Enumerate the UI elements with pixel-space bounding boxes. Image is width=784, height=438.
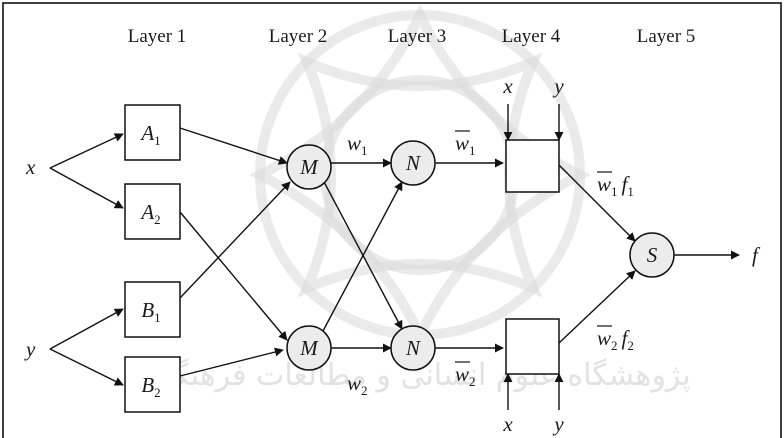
edge-y-b2	[49, 348, 124, 386]
a2-base: A	[139, 200, 154, 224]
svg-text:B2: B2	[141, 373, 160, 400]
layer1-node-b1: B1	[124, 281, 181, 338]
input-y-label: y	[24, 337, 36, 361]
svg-text:A2: A2	[139, 200, 160, 227]
n1-label: N	[405, 151, 421, 175]
layer5-node-s: S	[629, 232, 675, 278]
layer1-node-a1: A1	[124, 104, 181, 161]
layer-4-label: Layer 4	[502, 26, 561, 47]
s-label: S	[647, 243, 658, 267]
layer-3-label: Layer 3	[388, 26, 447, 47]
edge-b2-m2	[179, 347, 284, 377]
b2-sub: 2	[154, 385, 161, 400]
layer4-node-2	[505, 318, 560, 375]
layer-5-label: Layer 5	[637, 26, 696, 47]
layer4-top-x-label: x	[502, 74, 513, 98]
b2-base: B	[141, 373, 154, 397]
edge-box1-s	[558, 164, 636, 242]
n2-label: N	[405, 336, 421, 360]
layer1-node-b2: B2	[124, 356, 181, 413]
edge-a1-m1	[179, 127, 288, 165]
weight-wbar1-label: w1	[455, 130, 476, 158]
edge-y-b1	[49, 308, 124, 350]
svg-text:B1: B1	[141, 298, 160, 325]
a2-sub: 2	[154, 212, 161, 227]
layer-1-label: Layer 1	[128, 26, 187, 47]
b1-sub: 1	[154, 310, 161, 325]
svg-text:A1: A1	[139, 121, 160, 148]
layer4-top-y-label: y	[552, 74, 564, 98]
weight-wbar2-label: w2	[455, 361, 476, 389]
weight-w1-label: w1	[347, 131, 368, 158]
edge-x-a1	[49, 133, 124, 169]
edge-a2-m2	[179, 211, 288, 341]
layer4-bottom-x-label: x	[502, 412, 513, 436]
m1-label: M	[299, 155, 319, 179]
edge-b1-m1	[179, 181, 291, 299]
edge-m2-n1	[322, 181, 403, 332]
m2-label: M	[299, 336, 319, 360]
layer4-node-1	[505, 139, 560, 193]
a1-sub: 1	[154, 133, 161, 148]
layer1-node-a2: A2	[124, 183, 181, 240]
layer3-node-n2: N	[390, 325, 436, 371]
layer2-node-m1: M	[286, 144, 332, 190]
layer4-bottom-y-label: y	[552, 412, 564, 436]
svg-text:w1: w1	[455, 131, 476, 158]
edge-x-a2	[49, 167, 124, 209]
input-x-label: x	[25, 155, 36, 179]
weight-w2-label: w2	[347, 371, 368, 398]
layer3-node-n1: N	[390, 140, 436, 186]
b1-base: B	[141, 298, 154, 322]
output-f-label: f	[752, 243, 761, 267]
edge-box2-s	[558, 270, 636, 344]
layer2-node-m2: M	[286, 325, 332, 371]
a1-base: A	[139, 121, 154, 145]
layer-2-label: Layer 2	[269, 26, 328, 47]
edge-m1-n2	[322, 179, 403, 330]
edges	[49, 104, 740, 410]
svg-text:w2: w2	[455, 362, 476, 389]
